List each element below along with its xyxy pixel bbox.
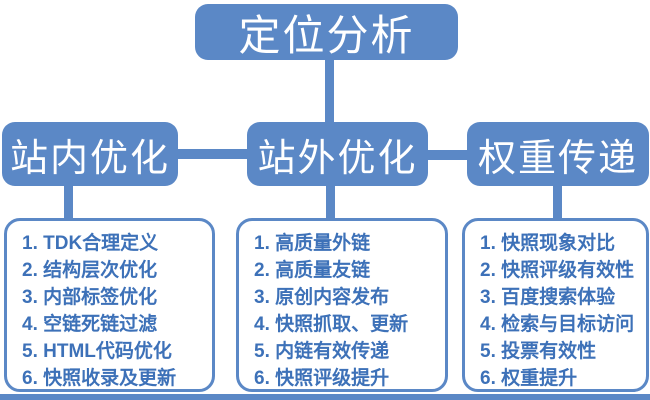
list-item: 6. 快照收录及更新 [22,368,177,389]
branch-node-onsite-optimization: 站内优化 [2,122,178,186]
list-item: 2. 结构层次优化 [22,260,158,281]
connector-branch2-list [326,184,335,221]
list-item: 1. 快照现象对比 [480,233,616,254]
list-item: 3. 百度搜索体验 [480,287,616,308]
list-item: 4. 快照抓取、更新 [254,314,409,335]
list-item: 5. 投票有效性 [480,341,597,362]
list-item: 6. 快照评级提升 [254,368,390,389]
list-item: 3. 原创内容发布 [254,287,390,308]
list-item: 5. HTML代码优化 [22,341,172,362]
connector-branch1-branch2 [174,149,250,159]
list-item: 3. 内部标签优化 [22,287,158,308]
list-box-onsite-optimization: 1. TDK合理定义 2. 结构层次优化 3. 内部标签优化 4. 空链死链过滤… [4,218,215,392]
list-item: 1. 高质量外链 [254,233,371,254]
list-item: 5. 内链有效传递 [254,341,390,362]
list-item: 6. 权重提升 [480,368,578,389]
root-node-label: 定位分析 [238,11,415,59]
list-box-offsite-optimization: 1. 高质量外链 2. 高质量友链 3. 原创内容发布 4. 快照抓取、更新 5… [236,218,448,392]
branch-node-weight-transfer: 权重传递 [467,122,649,186]
branch-node-label: 站内优化 [9,137,170,180]
connector-branch2-branch3 [424,150,471,160]
branch-node-label: 站外优化 [257,137,418,180]
connector-branch3-list [553,184,562,221]
list-item: 2. 高质量友链 [254,260,371,281]
bottom-edge-bar [0,394,650,400]
branch-node-offsite-optimization: 站外优化 [247,122,428,186]
connector-root-vertical [325,56,334,126]
connector-branch1-list [64,184,73,221]
list-item: 1. TDK合理定义 [22,233,159,254]
list-item: 2. 快照评级有效性 [480,260,635,281]
branch-node-label: 权重传递 [477,137,638,180]
list-item: 4. 空链死链过滤 [22,314,158,335]
root-node-positioning-analysis: 定位分析 [195,4,458,60]
list-box-weight-transfer: 1. 快照现象对比 2. 快照评级有效性 3. 百度搜索体验 4. 检索与目标访… [462,218,649,392]
list-item: 4. 检索与目标访问 [480,314,635,335]
